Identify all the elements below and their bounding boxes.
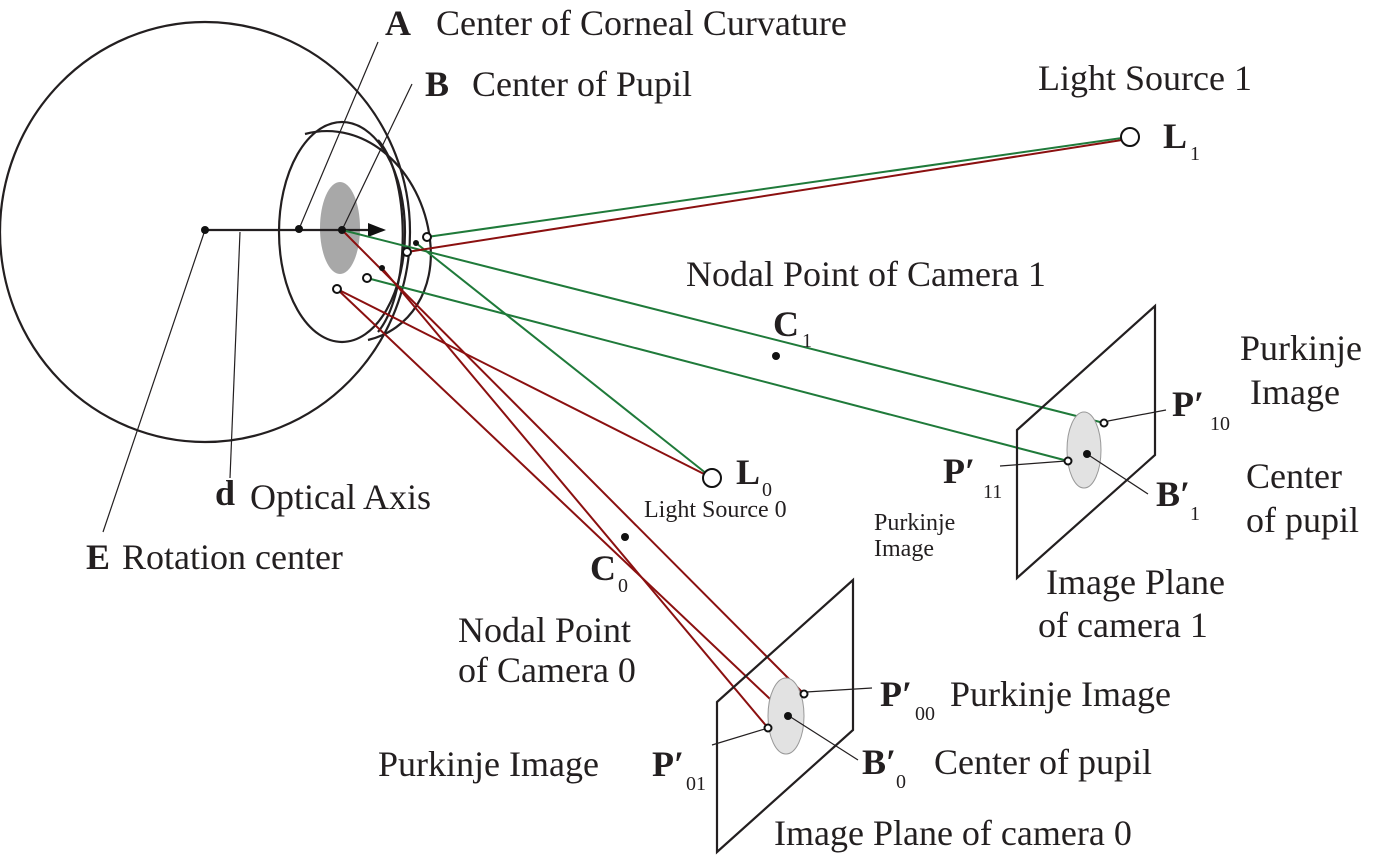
- label-c0-letter: C: [590, 548, 616, 588]
- purkinje-p01: [763, 723, 773, 733]
- label-image-plane-camera-0: Image Plane of camera 0: [774, 813, 1132, 853]
- label-p01-sub: 01: [686, 773, 706, 795]
- label-p11-letter: P′: [943, 451, 975, 491]
- leader-b1: [1086, 453, 1149, 495]
- glint-3: [362, 273, 372, 283]
- purkinje-p00: [799, 689, 809, 699]
- label-c0-sub: 0: [618, 575, 628, 597]
- label-center-pupil-0: Center of pupil: [934, 742, 1152, 782]
- label-b0-letter: B′: [862, 742, 896, 782]
- pupil-image-camera-1: [1066, 411, 1102, 489]
- label-purkinje-image-00: Purkinje Image: [950, 674, 1171, 714]
- iris-ellipse: [277, 120, 407, 344]
- light-source-0: [702, 468, 722, 488]
- purkinje-p10: [1099, 418, 1109, 428]
- leader-a: [298, 41, 379, 230]
- label-purkinje-image-01: Purkinje Image: [378, 744, 599, 784]
- point-e-rotation-center: [201, 226, 209, 234]
- point-b1-image: [1083, 450, 1091, 458]
- point-a-corneal-center: [295, 225, 303, 233]
- label-center-pupil-1a: Center: [1246, 456, 1342, 496]
- label-p10-sub: 10: [1210, 413, 1230, 435]
- leader-b0: [788, 715, 859, 761]
- image-plane-camera-0: [715, 577, 855, 855]
- leader-p00: [805, 687, 873, 693]
- point-c1-nodal: [772, 352, 780, 360]
- label-nodal-camera-0-b: of Camera 0: [458, 650, 636, 690]
- cornea-inner-arc: [377, 139, 404, 333]
- label-purkinje-image-r2: Image: [1250, 372, 1340, 412]
- label-a-text: Center of Corneal Curvature: [436, 3, 847, 43]
- label-c1-sub: 1: [802, 330, 812, 352]
- label-l1-letter: L: [1163, 116, 1187, 156]
- leader-e: [102, 229, 206, 533]
- label-image-plane-camera-1-a: Image Plane: [1046, 562, 1225, 602]
- label-b-text: Center of Pupil: [472, 64, 692, 104]
- label-nodal-camera-0-a: Nodal Point: [458, 610, 631, 650]
- label-l0-letter: L: [736, 452, 760, 492]
- label-nodal-camera-1: Nodal Point of Camera 1: [686, 254, 1046, 294]
- label-l1-sub: 1: [1190, 143, 1200, 165]
- label-b-letter: B: [425, 64, 449, 104]
- label-a-letter: A: [385, 3, 411, 43]
- leader-p11: [999, 460, 1067, 467]
- label-purkinje-small-2: Image: [874, 536, 934, 562]
- label-p10-letter: P′: [1172, 384, 1204, 424]
- red-rays: [336, 139, 1123, 729]
- label-rotation-center: Rotation center: [122, 537, 343, 577]
- point-c0-nodal: [621, 533, 629, 541]
- point-b-pupil-center: [338, 226, 346, 234]
- label-b1-sub: 1: [1190, 503, 1200, 525]
- purkinje-p11: [1063, 456, 1073, 466]
- point-inner: [413, 240, 419, 246]
- eyeball: [0, 20, 412, 444]
- label-c1-letter: C: [773, 304, 799, 344]
- point-inner-2: [379, 265, 385, 271]
- light-source-1: [1120, 127, 1140, 147]
- label-d-letter: d: [215, 473, 235, 513]
- label-p00-letter: P′: [880, 674, 912, 714]
- label-b0-sub: 0: [896, 771, 906, 793]
- leader-p01: [711, 727, 769, 746]
- green-rays: [341, 137, 1123, 479]
- label-image-plane-camera-1-b: of camera 1: [1038, 605, 1208, 645]
- glint-1: [422, 232, 432, 242]
- label-p00-sub: 00: [915, 703, 935, 725]
- label-light-source-1: Light Source 1: [1038, 58, 1252, 98]
- label-l0-sub: 0: [762, 479, 772, 501]
- glint-2: [402, 247, 412, 257]
- leader-p10: [1107, 409, 1167, 422]
- leader-d: [229, 231, 241, 479]
- label-purkinje-small-1: Purkinje: [874, 510, 955, 536]
- label-purkinje-image-r1: Purkinje: [1240, 328, 1362, 368]
- label-b1-letter: B′: [1156, 474, 1190, 514]
- glint-4: [332, 284, 342, 294]
- label-optical-axis: Optical Axis: [250, 477, 431, 517]
- label-p11-sub: 11: [983, 481, 1002, 503]
- image-plane-camera-1: [1015, 303, 1157, 581]
- optical-axis-arrowhead: [368, 223, 386, 237]
- label-center-pupil-1b: of pupil: [1246, 500, 1359, 540]
- leader-b: [341, 83, 413, 231]
- point-b0-image: [784, 712, 792, 720]
- label-light-source-0: Light Source 0: [644, 497, 787, 523]
- label-e-letter: E: [86, 537, 110, 577]
- label-p01-letter: P′: [652, 744, 684, 784]
